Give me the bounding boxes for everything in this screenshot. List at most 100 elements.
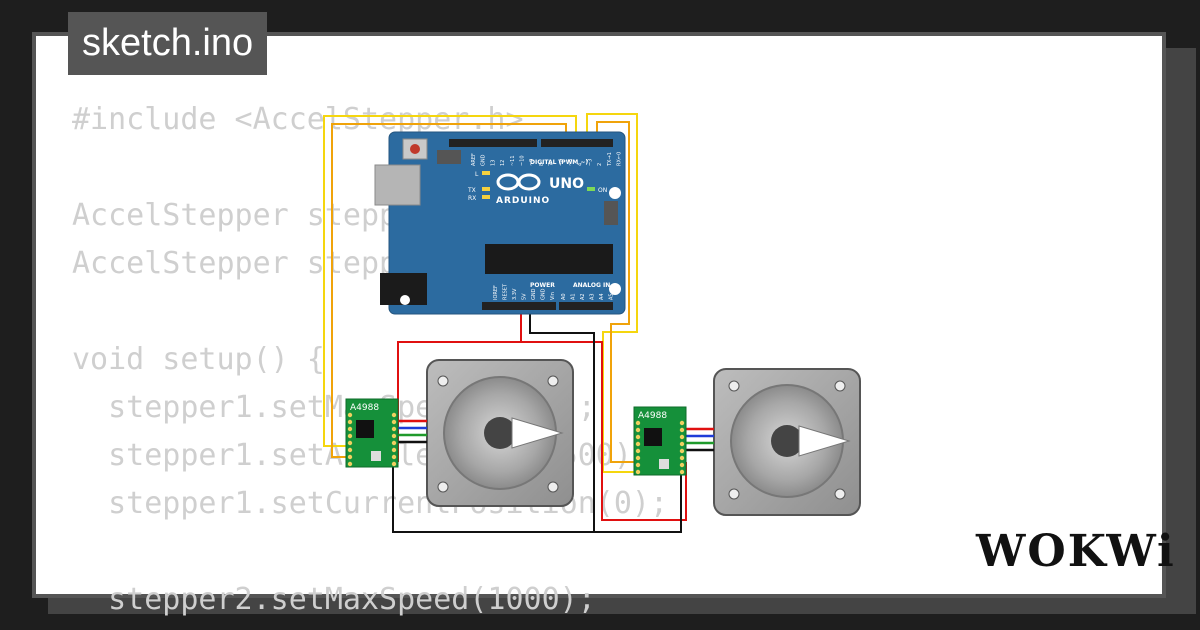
driver-pin[interactable] [391,447,397,453]
screw-icon [834,380,846,392]
wire-black-gnd [392,302,595,533]
driver-pin[interactable] [679,455,685,461]
wire-orange-dir2 [596,121,636,463]
mount-hole [609,283,621,295]
reset-button-cap [410,144,420,154]
analog-label: ANALOG IN [573,282,610,289]
stepper-motor-1[interactable] [426,359,574,507]
icsp-header-2 [604,201,618,225]
arduino-uno-board[interactable]: DIGITAL (PWM ~) L TX RX ON UNO ARDUINO P… [374,131,626,315]
driver-potentiometer [371,451,381,461]
driver-pin[interactable] [635,434,641,440]
pin-label: 12 [500,160,506,166]
driver-pin[interactable] [635,469,641,475]
pin-label: A1 [571,293,577,300]
driver-pin[interactable] [679,462,685,468]
pin-label: A4 [599,293,605,300]
pin-label: ~5 [568,159,574,166]
board-model: UNO [549,176,584,192]
driver-pin[interactable] [635,420,641,426]
driver-pin[interactable] [635,462,641,468]
driver-pin[interactable] [347,426,353,432]
code-line: void setup() { [72,342,325,377]
driver-pin[interactable] [679,469,685,475]
wire-red-5v-2 [521,341,687,521]
icsp-header [437,150,461,164]
wire-orange-dir1 [331,123,567,458]
driver-pin[interactable] [635,448,641,454]
driver-pin[interactable] [347,447,353,453]
driver-pin[interactable] [347,433,353,439]
motor-shaft [484,417,516,449]
led-tx-label: TX [467,187,476,194]
a4988-driver-2[interactable]: A4988 [633,406,687,476]
pin-label: 3.3V [512,288,518,300]
file-title-tab[interactable]: sketch.ino [68,12,268,75]
mount-hole [609,187,621,199]
led-l-label: L [475,171,479,178]
driver-pin[interactable] [679,420,685,426]
pin-label: A2 [580,293,586,300]
pin-label: 8 [539,163,545,166]
atmega-chip [485,244,613,274]
code-line: stepper1.setCurrentPosition(0); [72,486,669,521]
driver-pin[interactable] [391,419,397,425]
led-rx-label: RX [468,195,476,202]
stepper-motor-2[interactable] [713,368,861,516]
screw-icon [437,481,449,493]
board-brand: ARDUINO [496,196,550,206]
driver-pin[interactable] [679,434,685,440]
bottom-header-analog [559,302,613,310]
usb-port [374,164,421,206]
driver-pin[interactable] [391,426,397,432]
top-header-left [449,139,537,147]
pin-label: 2 [597,163,603,166]
driver-pin[interactable] [347,461,353,467]
driver-pin[interactable] [635,455,641,461]
screw-icon [547,481,559,493]
pin-label: GND [481,154,487,166]
wires [323,113,687,533]
pin-label: Vin [550,292,556,300]
driver-pin[interactable] [391,461,397,467]
pin-label: ~11 [510,155,516,166]
led-l [482,171,490,175]
screw-icon [547,375,559,387]
driver-pin[interactable] [635,441,641,447]
motor-pointer-icon [798,425,851,457]
pin-label: AREF [471,153,477,166]
driver-pin[interactable] [679,427,685,433]
pin-label: 5V [522,293,528,300]
led-on [587,187,595,191]
driver-chip [356,420,374,438]
driver-pin[interactable] [391,412,397,418]
mount-hole [400,295,410,305]
driver-pin[interactable] [391,433,397,439]
driver-pin[interactable] [347,412,353,418]
pin-label: ~10 [520,155,526,166]
driver-pin[interactable] [347,454,353,460]
code-line: stepper2.setMaxSpeed(1000); [72,582,596,617]
digital-label: DIGITAL (PWM ~) [530,159,588,166]
led-rx [482,195,490,199]
driver-pin[interactable] [635,427,641,433]
motor-shaft [771,425,803,457]
driver-pin[interactable] [679,441,685,447]
pin-label: RESET [503,283,509,300]
driver-pin[interactable] [391,440,397,446]
top-header-right [541,139,613,147]
a4988-driver-1[interactable]: A4988 [345,398,399,468]
driver-pin[interactable] [679,448,685,454]
driver-label: A4988 [350,403,379,413]
driver-pin[interactable] [391,454,397,460]
pin-label: A0 [561,293,567,300]
wokwi-logo: WOKWi [976,526,1176,577]
driver-pins [347,412,397,467]
driver-pin[interactable] [347,440,353,446]
wire-black-gnd-2 [594,470,682,533]
driver-pin[interactable] [347,419,353,425]
